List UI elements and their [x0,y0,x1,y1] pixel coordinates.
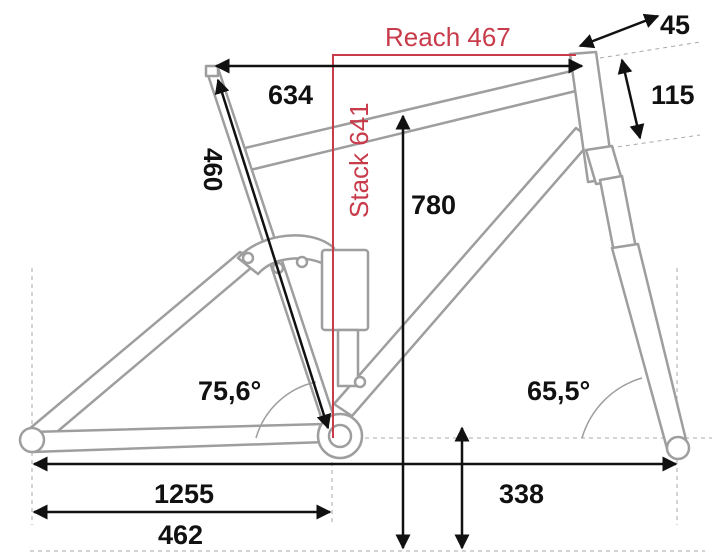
stack-label: Stack 641 [344,102,374,218]
reach-stack-guides [332,54,576,438]
seat-tube-arrow [214,78,332,430]
head-angle-label: 65,5° [527,376,590,406]
head-tube-label: 115 [651,80,695,110]
reach-stack-line [332,54,576,438]
seat-stay [26,250,260,444]
front-dropout [665,435,691,461]
shock-shaft [336,328,360,388]
seat-angle-label: 75,6° [198,376,261,406]
reach-label: Reach 467 [385,22,511,52]
front-center-label: 338 [499,479,544,509]
chainstay-label: 462 [158,520,203,550]
head-tube-arrow [617,58,645,140]
stem-offset-arrow [578,13,660,49]
rear-dropout [18,426,46,454]
rear-shock [320,248,370,332]
guide-stem-top [599,41,701,59]
guide-headtube-bottom [609,134,701,149]
standover-label: 780 [411,190,456,220]
stem-offset-label: 45 [660,10,690,40]
pivot-link [295,255,309,269]
dimension-arrows [32,13,678,550]
wheelbase-label: 1255 [154,479,214,509]
pivot-seatstay [241,251,255,265]
top-tube-label: 634 [268,80,313,110]
bottom-bracket-inner [327,423,353,449]
seat-tube-label: 460 [198,148,228,191]
pivot-shock-lower [353,375,367,389]
seat-clamp [204,64,220,78]
head-angle-arc [581,377,643,439]
fork-upper [598,174,638,254]
chain-stay [28,422,328,454]
